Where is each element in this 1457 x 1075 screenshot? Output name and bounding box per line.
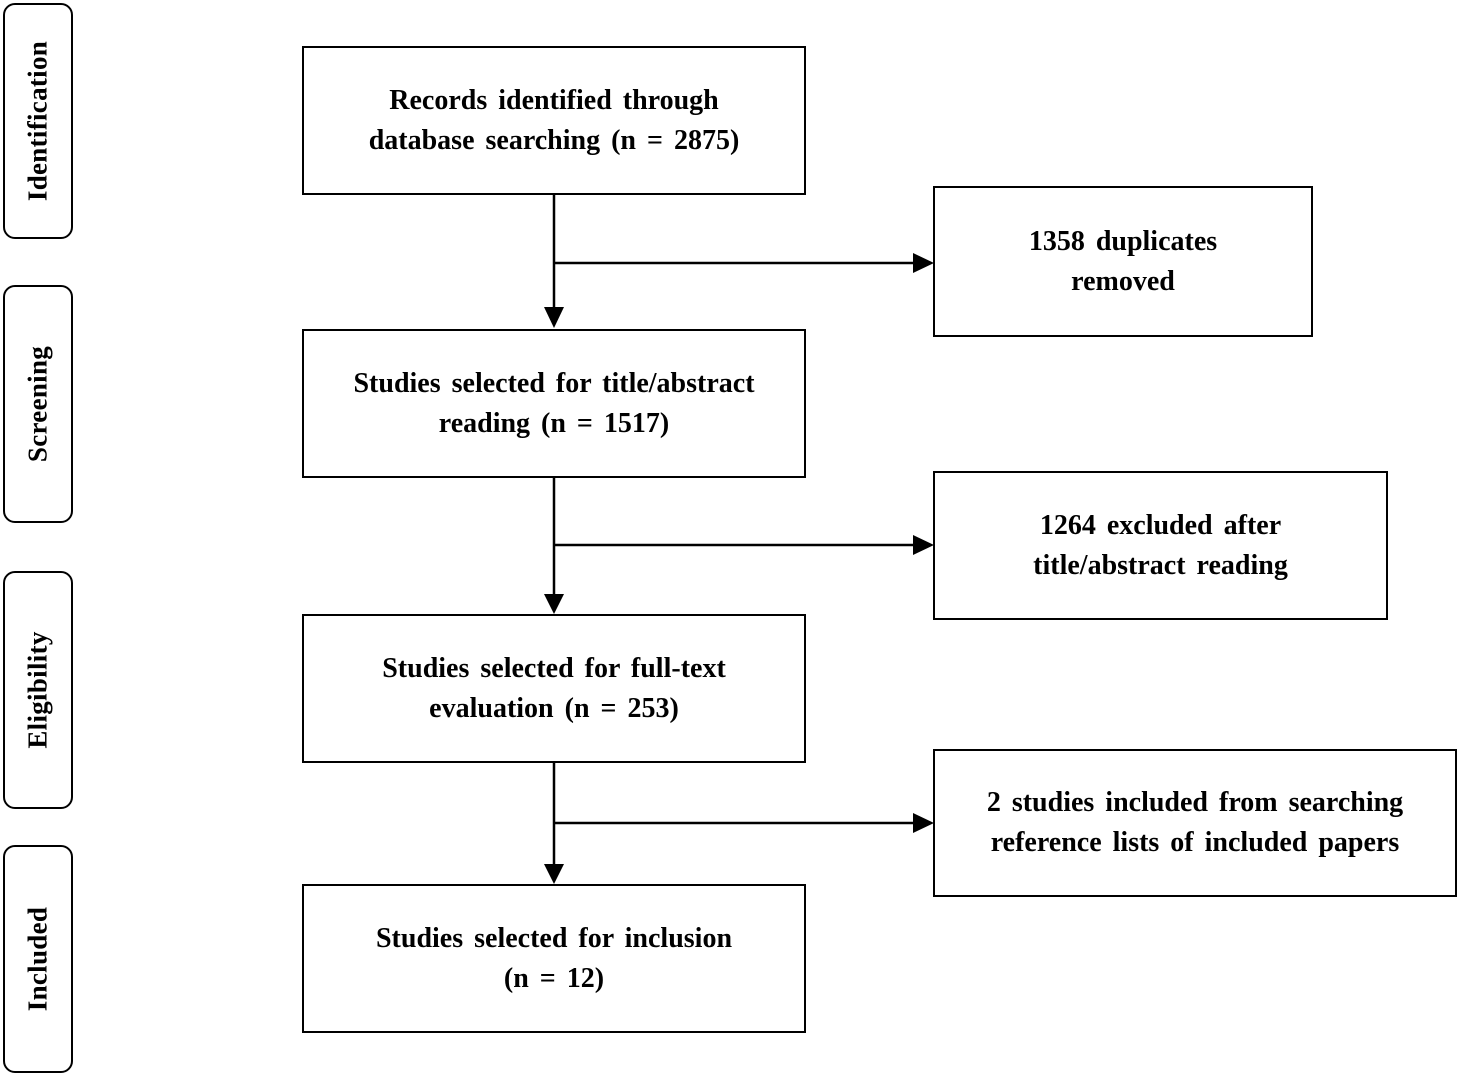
full-text-line1: Studies selected for full-text <box>382 652 726 684</box>
arrowhead-down-3 <box>544 864 564 884</box>
records-identified-line1: Records identified through <box>389 84 719 116</box>
added-studies-box: 2 studies included from searching refere… <box>933 749 1457 897</box>
duplicates-removed-box: 1358 duplicates removed <box>933 186 1313 337</box>
stage-identification: Identification <box>3 3 73 239</box>
arrowhead-right-3 <box>913 813 934 833</box>
inclusion-line2: (n = 12) <box>503 962 605 994</box>
stage-eligibility: Eligibility <box>3 571 73 809</box>
added-line2: reference lists of included papers <box>990 827 1400 858</box>
excluded-line2: title/abstract reading <box>1033 549 1288 581</box>
stage-screening: Screening <box>3 285 73 523</box>
title-abstract-line1: Studies selected for title/abstract <box>353 367 755 399</box>
full-text-box: Studies selected for full-text evaluatio… <box>302 614 806 763</box>
duplicates-line1: 1358 duplicates <box>1028 225 1218 257</box>
arrowhead-right-2 <box>913 535 934 555</box>
title-abstract-box: Studies selected for title/abstract read… <box>302 329 806 478</box>
records-identified-box: Records identified through database sear… <box>302 46 806 195</box>
full-text-line2: evaluation (n = 253) <box>429 692 679 724</box>
excluded-box: 1264 excluded after title/abstract readi… <box>933 471 1388 620</box>
title-abstract-line2: reading (n = 1517) <box>438 407 670 439</box>
inclusion-box: Studies selected for inclusion (n = 12) <box>302 884 806 1033</box>
records-identified-line2: database searching (n = 2875) <box>368 124 740 156</box>
stage-included: Included <box>3 845 73 1073</box>
arrowhead-down-2 <box>544 594 564 614</box>
arrowhead-down-1 <box>544 307 564 328</box>
duplicates-line2: removed <box>1071 265 1175 297</box>
excluded-line1: 1264 excluded after <box>1039 509 1282 541</box>
inclusion-line1: Studies selected for inclusion <box>375 922 733 954</box>
added-line1: 2 studies included from searching <box>986 787 1404 818</box>
arrowhead-right-1 <box>913 253 934 273</box>
